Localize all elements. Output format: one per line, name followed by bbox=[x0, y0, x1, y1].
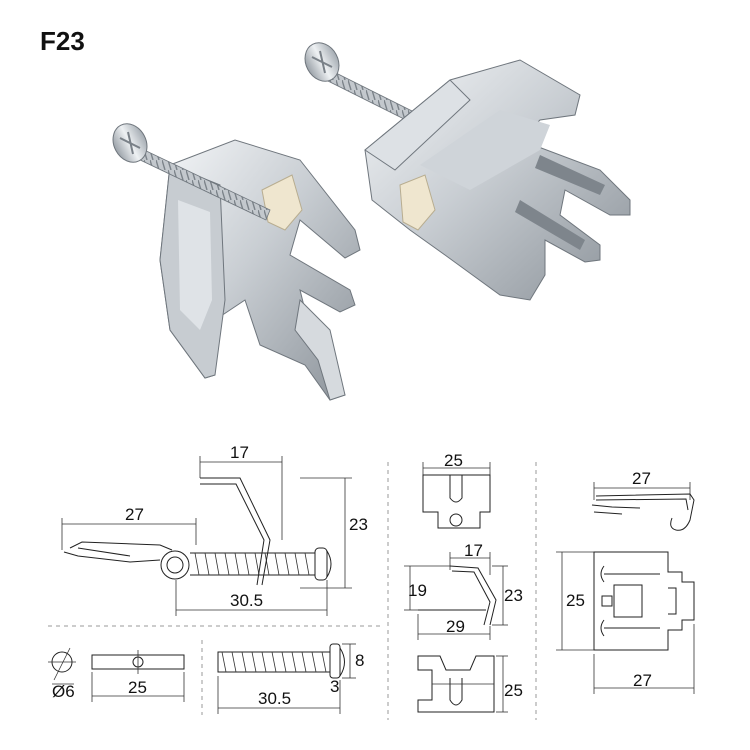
dim-right-top-width: 27 bbox=[633, 671, 652, 690]
dim-side-top-width: 17 bbox=[230, 443, 249, 462]
dim-side-height: 23 bbox=[349, 515, 368, 534]
right-side-drawing bbox=[591, 482, 695, 531]
front-view-drawing bbox=[422, 462, 491, 529]
right-top-drawing bbox=[556, 551, 695, 694]
dim-small-height-right: 23 bbox=[504, 586, 523, 605]
bottom-view-drawing bbox=[417, 655, 508, 713]
dim-small-height-left: 19 bbox=[408, 581, 427, 600]
dim-side-screw-length: 30.5 bbox=[230, 591, 263, 610]
dim-side-left-length: 27 bbox=[125, 505, 144, 524]
dim-small-base: 29 bbox=[446, 617, 465, 636]
side-view-drawing bbox=[61, 456, 352, 616]
dim-washer-length: 25 bbox=[128, 678, 147, 697]
dim-bottom-depth: 25 bbox=[504, 681, 523, 700]
clip-photo-right bbox=[304, 42, 631, 301]
product-code: F23 bbox=[40, 26, 85, 56]
dim-right-top-height: 25 bbox=[566, 591, 585, 610]
small-side-drawing bbox=[404, 552, 508, 640]
clip-photo-left bbox=[112, 123, 361, 401]
dim-screw-length: 30.5 bbox=[258, 689, 291, 708]
dim-screw-thread: 3 bbox=[330, 677, 339, 696]
dim-small-top: 17 bbox=[464, 541, 483, 560]
dim-screw-head: 8 bbox=[355, 651, 364, 670]
screw-drawing bbox=[217, 643, 356, 714]
dim-front-width: 25 bbox=[444, 451, 463, 470]
dim-right-side-width: 27 bbox=[632, 469, 651, 488]
washer-drawing bbox=[48, 647, 185, 702]
dim-washer-diameter: Ø6 bbox=[52, 682, 75, 701]
